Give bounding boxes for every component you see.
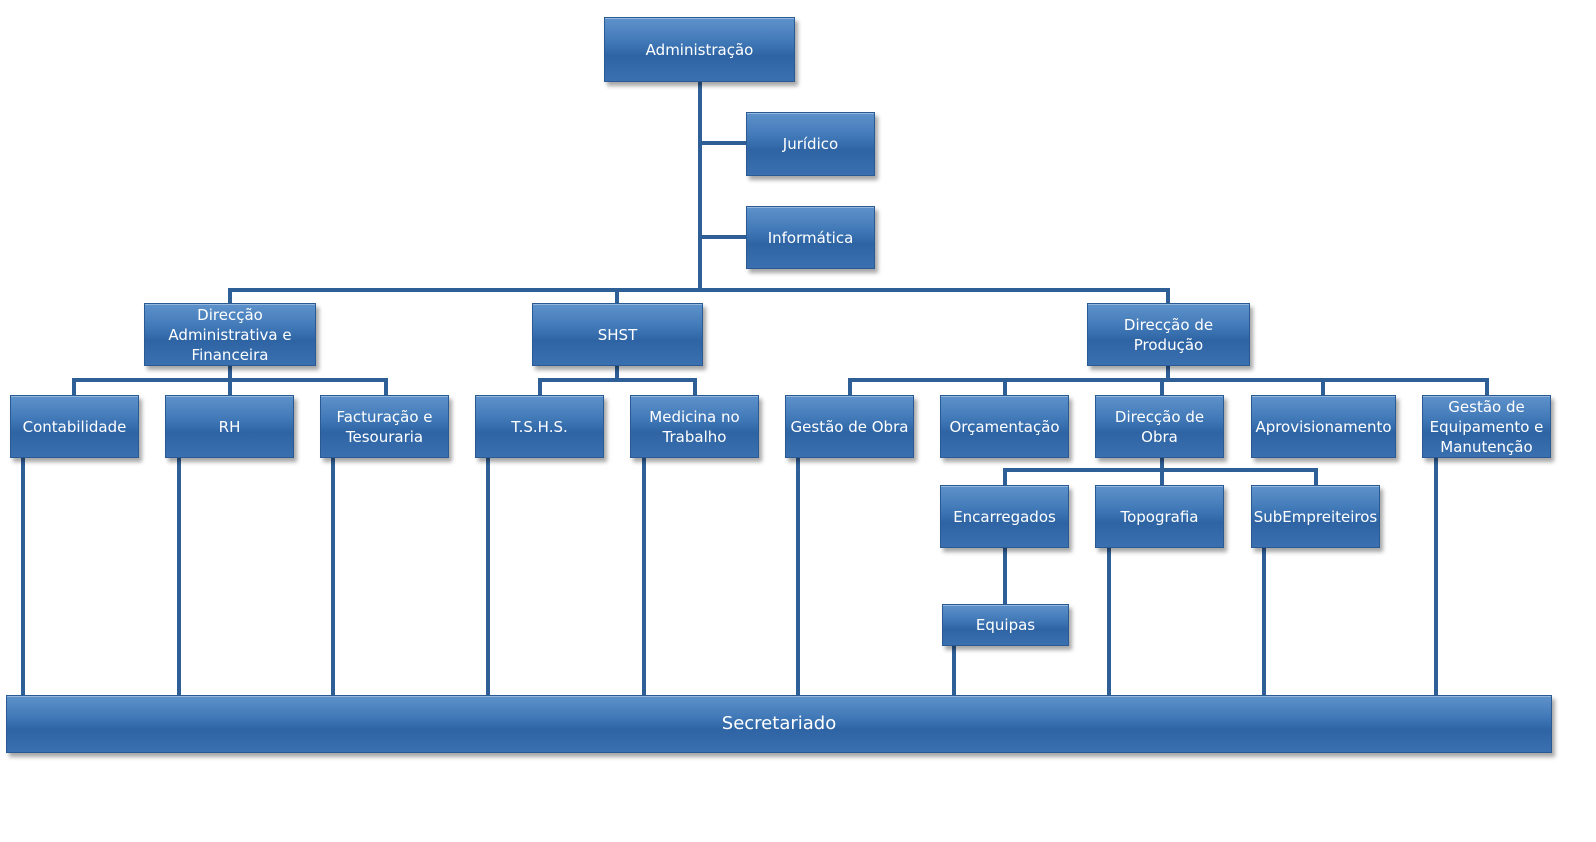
- node-encarregados: Encarregados: [940, 485, 1069, 548]
- node-direccao-obra: Direcção de Obra: [1095, 395, 1224, 458]
- node-gestao-obra: Gestão de Obra: [785, 395, 914, 458]
- node-gestao-equipamento: Gestão de Equipamento e Manutenção: [1422, 395, 1551, 458]
- node-tshs: T.S.H.S.: [475, 395, 604, 458]
- node-juridico: Jurídico: [746, 112, 875, 176]
- node-direccao-administrativa: Direcção Administrativa e Financeira: [144, 303, 316, 366]
- node-facturacao: Facturação e Tesouraria: [320, 395, 449, 458]
- node-subempreiteiros: SubEmpreiteiros: [1251, 485, 1380, 548]
- node-topografia: Topografia: [1095, 485, 1224, 548]
- node-secretariado: Secretariado: [6, 695, 1552, 753]
- node-orcamentacao: Orçamentação: [940, 395, 1069, 458]
- node-aprovisionamento: Aprovisionamento: [1251, 395, 1396, 458]
- node-rh: RH: [165, 395, 294, 458]
- node-direccao-producao: Direcção de Produção: [1087, 303, 1250, 366]
- node-administracao: Administração: [604, 17, 795, 82]
- node-contabilidade: Contabilidade: [10, 395, 139, 458]
- node-equipas: Equipas: [942, 604, 1069, 646]
- node-medicina: Medicina no Trabalho: [630, 395, 759, 458]
- node-shst: SHST: [532, 303, 703, 366]
- node-informatica: Informática: [746, 206, 875, 269]
